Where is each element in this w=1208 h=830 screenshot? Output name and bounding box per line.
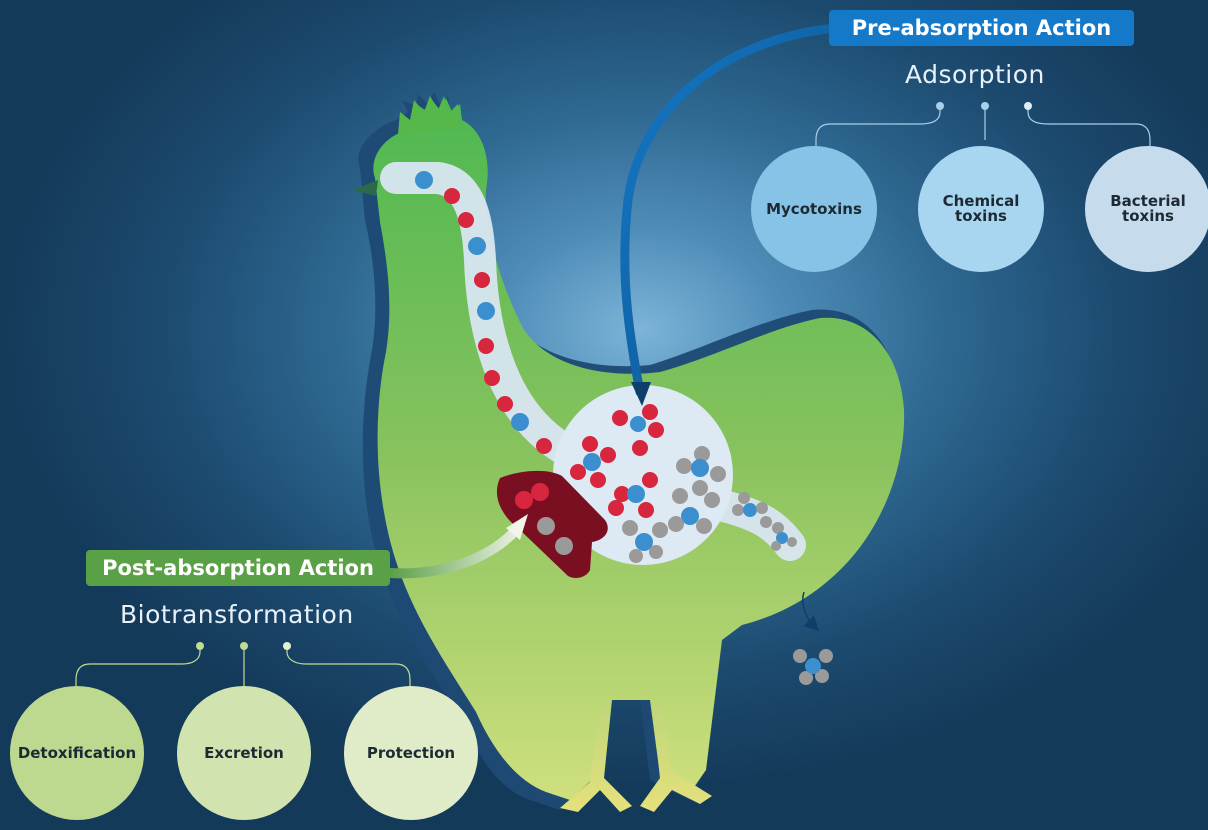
detoxification-circle: Detoxification xyxy=(10,686,144,820)
post-connector-dot xyxy=(283,642,291,650)
excretion-circle: Excretion xyxy=(177,686,311,820)
pre-connector-dot xyxy=(981,102,989,110)
post-absorption-arrow xyxy=(385,525,521,579)
mycotoxins-label: Mycotoxins xyxy=(766,199,862,218)
binder-particle xyxy=(477,302,495,320)
binder-particle xyxy=(468,237,486,255)
liver-particle xyxy=(555,537,573,555)
post-connector-dot xyxy=(240,642,248,650)
toxin-particle xyxy=(458,212,474,228)
toxin-particle xyxy=(444,188,460,204)
toxin-particle xyxy=(536,438,552,454)
pre-absorption-arrowhead xyxy=(631,382,651,406)
chemical-toxins-label: Chemical toxins xyxy=(942,192,1020,225)
liver-particle xyxy=(537,517,555,535)
liver-toxin xyxy=(515,491,533,509)
toxin-particle xyxy=(474,272,490,288)
post-connector-dot xyxy=(196,642,204,650)
protection-label: Protection xyxy=(366,743,456,762)
pre-connector-dot xyxy=(1024,102,1032,110)
toxin-particle xyxy=(478,338,494,354)
post-absorption-title: Post-absorption Action xyxy=(86,550,390,586)
liver-toxin xyxy=(531,483,549,501)
binder-particle xyxy=(415,171,433,189)
pre-connector-dot xyxy=(936,102,944,110)
toxin-particle xyxy=(484,370,500,386)
post-connectors xyxy=(75,646,411,686)
post-absorption-arrowhead xyxy=(506,514,528,540)
excretion-arrow xyxy=(802,591,820,632)
bacterial-toxins-label: Bacterial toxins xyxy=(1110,192,1186,225)
excreted-cluster xyxy=(793,649,833,685)
outlet-particles xyxy=(732,492,797,551)
mycotoxins-circle: Mycotoxins xyxy=(751,146,877,272)
pre-absorption-title: Pre-absorption Action xyxy=(829,10,1134,46)
chemical-toxins-circle: Chemical toxins xyxy=(918,146,1044,272)
binder-particle xyxy=(511,413,529,431)
pre-absorption-subtitle: Adsorption xyxy=(905,60,1045,89)
bacterial-toxins-circle: Bacterial toxins xyxy=(1085,146,1208,272)
pre-absorption-arrow xyxy=(620,23,840,397)
pre-connectors xyxy=(815,106,1151,146)
protection-circle: Protection xyxy=(344,686,478,820)
post-absorption-subtitle: Biotransformation xyxy=(120,600,354,629)
intestine-particles xyxy=(570,404,726,563)
excretion-label: Excretion xyxy=(204,743,284,762)
detoxification-label: Detoxification xyxy=(17,743,137,762)
toxin-particle xyxy=(497,396,513,412)
